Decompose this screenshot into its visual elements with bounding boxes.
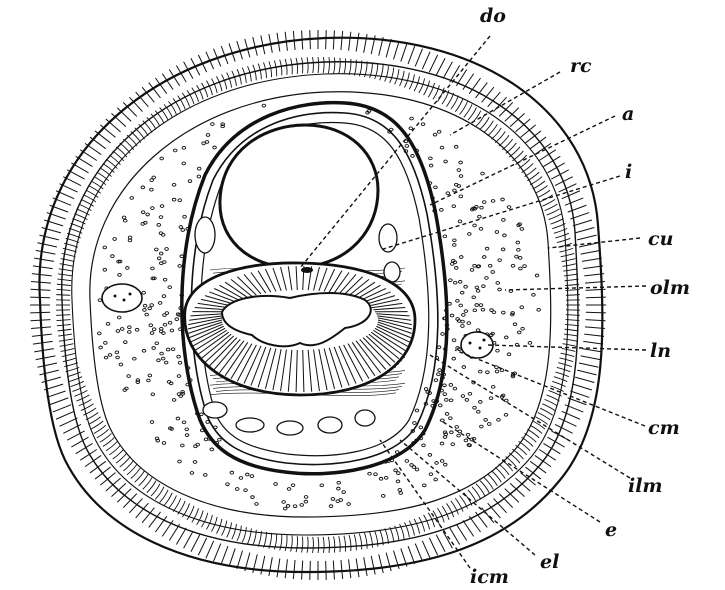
cuticle-tick bbox=[586, 312, 606, 313]
label-icm: icm bbox=[470, 566, 509, 588]
cuticle-tick bbox=[586, 297, 606, 298]
cuticle-tick bbox=[30, 297, 50, 298]
label-el: el bbox=[540, 551, 559, 573]
label-cm: cm bbox=[648, 417, 680, 439]
nerve-dot bbox=[479, 347, 482, 350]
label-ilm: ilm bbox=[628, 475, 663, 497]
nerve-dot bbox=[129, 293, 132, 296]
cuticle-tick bbox=[310, 561, 311, 580]
vacuole bbox=[203, 402, 227, 418]
label-ln: ln bbox=[650, 340, 671, 362]
label-a: a bbox=[622, 103, 634, 125]
cuticle-tick bbox=[326, 561, 327, 580]
vacuole bbox=[318, 417, 342, 433]
vacuole bbox=[355, 410, 375, 426]
label-i: i bbox=[625, 161, 632, 183]
label-olm: olm bbox=[650, 277, 690, 299]
nerve-dot bbox=[469, 342, 472, 345]
nerve-dot bbox=[114, 295, 117, 298]
dorsal-nucleus bbox=[301, 267, 313, 273]
label-rc: rc bbox=[570, 55, 592, 77]
dorsal-cavity bbox=[220, 125, 378, 268]
vacuole bbox=[195, 217, 215, 253]
label-cu: cu bbox=[648, 228, 673, 250]
vacuole bbox=[379, 224, 397, 252]
label-e: e bbox=[605, 519, 617, 541]
cuticle-tick bbox=[326, 30, 327, 49]
label-do: do bbox=[480, 5, 506, 27]
cuticle-tick bbox=[30, 312, 50, 313]
nerve-dot bbox=[123, 299, 126, 302]
vacuole bbox=[277, 421, 303, 435]
cuticle-tick bbox=[310, 30, 311, 49]
vacuole bbox=[236, 418, 264, 432]
lateral-nerve-left bbox=[102, 284, 142, 312]
nerve-dot bbox=[483, 339, 486, 342]
